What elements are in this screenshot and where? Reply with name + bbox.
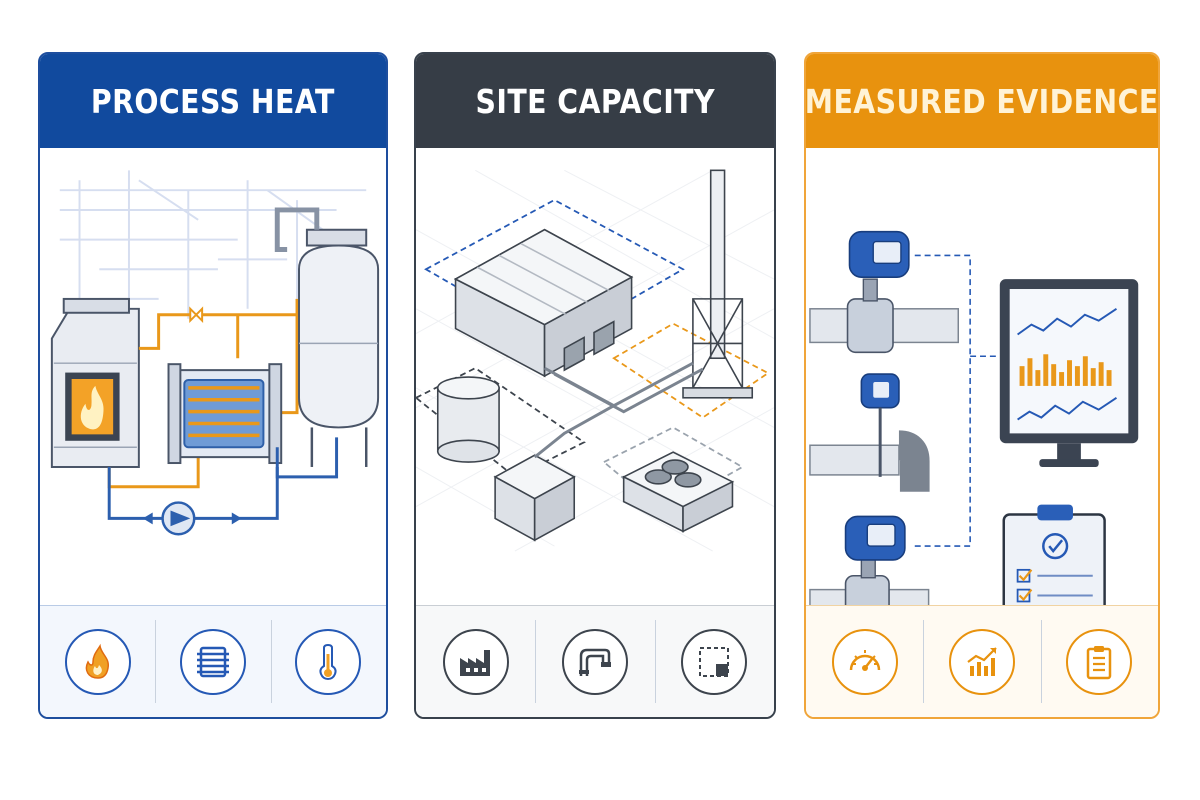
site-capacity-header: SITE CAPACITY [416,54,774,148]
clipboard-icon [1066,628,1133,695]
process-heat-panel: PROCESS HEAT [38,52,388,719]
pipe-junction-icon-slot [535,606,654,717]
factory-icon [442,628,509,695]
pipes [809,308,960,610]
flow-meter-1 [846,230,910,354]
bar-chart-trend-icon-slot [923,606,1040,717]
process-heat-header: PROCESS HEAT [40,54,386,148]
flow-meter-2 [860,373,900,477]
site-capacity-title: SITE CAPACITY [475,81,715,121]
site-capacity-illustration [416,148,774,610]
measured-evidence-illustration [806,148,1158,610]
site-capacity-diagram [416,169,774,552]
thermometer-icon [295,628,362,695]
bar-chart-trend-icon [948,628,1015,695]
thermometer-icon-slot [270,606,386,717]
heat-exchanger-coil-icon-slot [155,606,270,717]
cooling-unit [621,451,735,533]
heat-exchanger-coil-icon [179,628,246,695]
measured-evidence-diagram [809,230,1139,610]
data-connectors [914,254,1000,547]
factory-icon-slot [416,606,535,717]
factory-building [453,228,634,378]
pipe-rack [533,361,704,459]
process-heat-title: PROCESS HEAT [91,81,335,121]
site-capacity-icon-row [416,605,774,717]
process-heat-diagram [50,170,380,536]
equipment-shed [493,454,576,542]
circulation-pump [161,501,196,536]
measured-evidence-title: MEASURED EVIDENCE [805,81,1159,121]
flow-arrows [142,512,242,525]
clipboard-icon-slot [1040,606,1158,717]
monitoring-display [999,279,1139,467]
measured-evidence-header: MEASURED EVIDENCE [806,54,1158,148]
footprint-square-icon [681,628,748,695]
stack-tower [682,169,754,399]
boiler [50,297,140,468]
pipe-junction-icon [561,628,628,695]
flame-icon-slot [40,606,155,717]
silo-tank [436,376,500,463]
measured-evidence-icon-row [806,605,1158,717]
measured-evidence-panel: MEASURED EVIDENCE [804,52,1160,719]
process-heat-icon-row [40,605,386,717]
storage-tank [274,207,380,467]
footprint-square-icon-slot [654,606,774,717]
process-heat-illustration [40,148,386,610]
valves [189,306,204,324]
flame-icon [64,628,131,695]
site-capacity-panel: SITE CAPACITY [414,52,776,719]
heat-exchanger [167,363,283,465]
gauge-icon [831,628,898,695]
flow-meter-3 [844,515,906,610]
gauge-icon-slot [806,606,923,717]
checklist-clipboard [1002,504,1106,610]
